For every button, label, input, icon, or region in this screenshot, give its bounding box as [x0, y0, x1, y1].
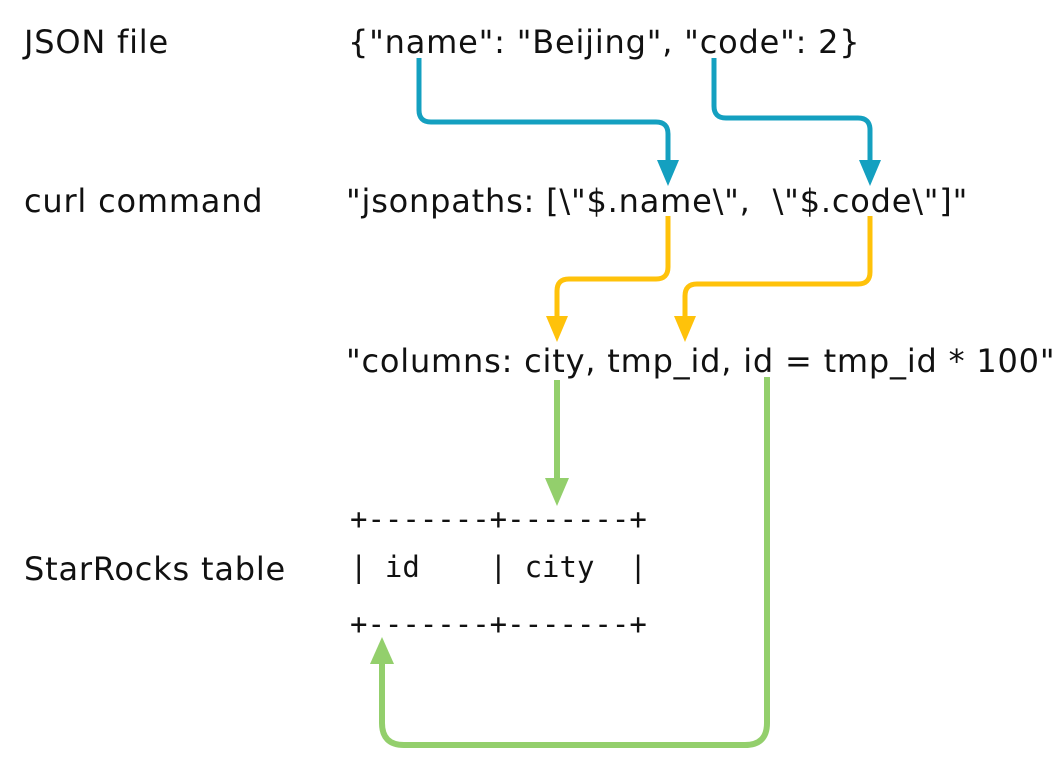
table-ascii-header-row: | id | city |	[350, 550, 647, 584]
arrow-code-to-jsonpath-line	[711, 58, 873, 162]
label-json-file: JSON file	[24, 23, 169, 61]
arrow-name-to-jsonpath-line	[416, 58, 671, 162]
arrow-jsonpath-name-to-city-head-icon	[546, 316, 568, 342]
table-ascii-top-border: +-------+-------+	[350, 502, 647, 536]
arrow-code-to-jsonpath-head-icon	[859, 160, 881, 186]
label-curl-command: curl command	[24, 182, 264, 220]
label-starrocks-table: StarRocks table	[24, 550, 287, 588]
json-file-content: {"name": "Beijing", "code": 2}	[348, 23, 861, 61]
arrow-jsonpath-code-to-tmpid-head-icon	[674, 316, 696, 342]
arrow-city-to-table-head-icon	[545, 478, 569, 506]
curl-columns-content: "columns: city, tmp_id, id = tmp_id * 10…	[346, 342, 1056, 380]
arrow-name-to-jsonpath-head-icon	[657, 160, 679, 186]
curl-jsonpaths-content: "jsonpaths: [\"$.name\", \"$.code\"]"	[346, 182, 969, 220]
arrow-jsonpath-name-to-city-line	[554, 216, 671, 318]
arrow-jsonpath-code-to-tmpid-line	[682, 216, 873, 318]
arrow-id-to-table-head-icon	[370, 637, 394, 664]
table-ascii-bottom-border: +-------+-------+	[350, 607, 647, 641]
arrow-id-to-table-loop-line	[379, 377, 770, 748]
